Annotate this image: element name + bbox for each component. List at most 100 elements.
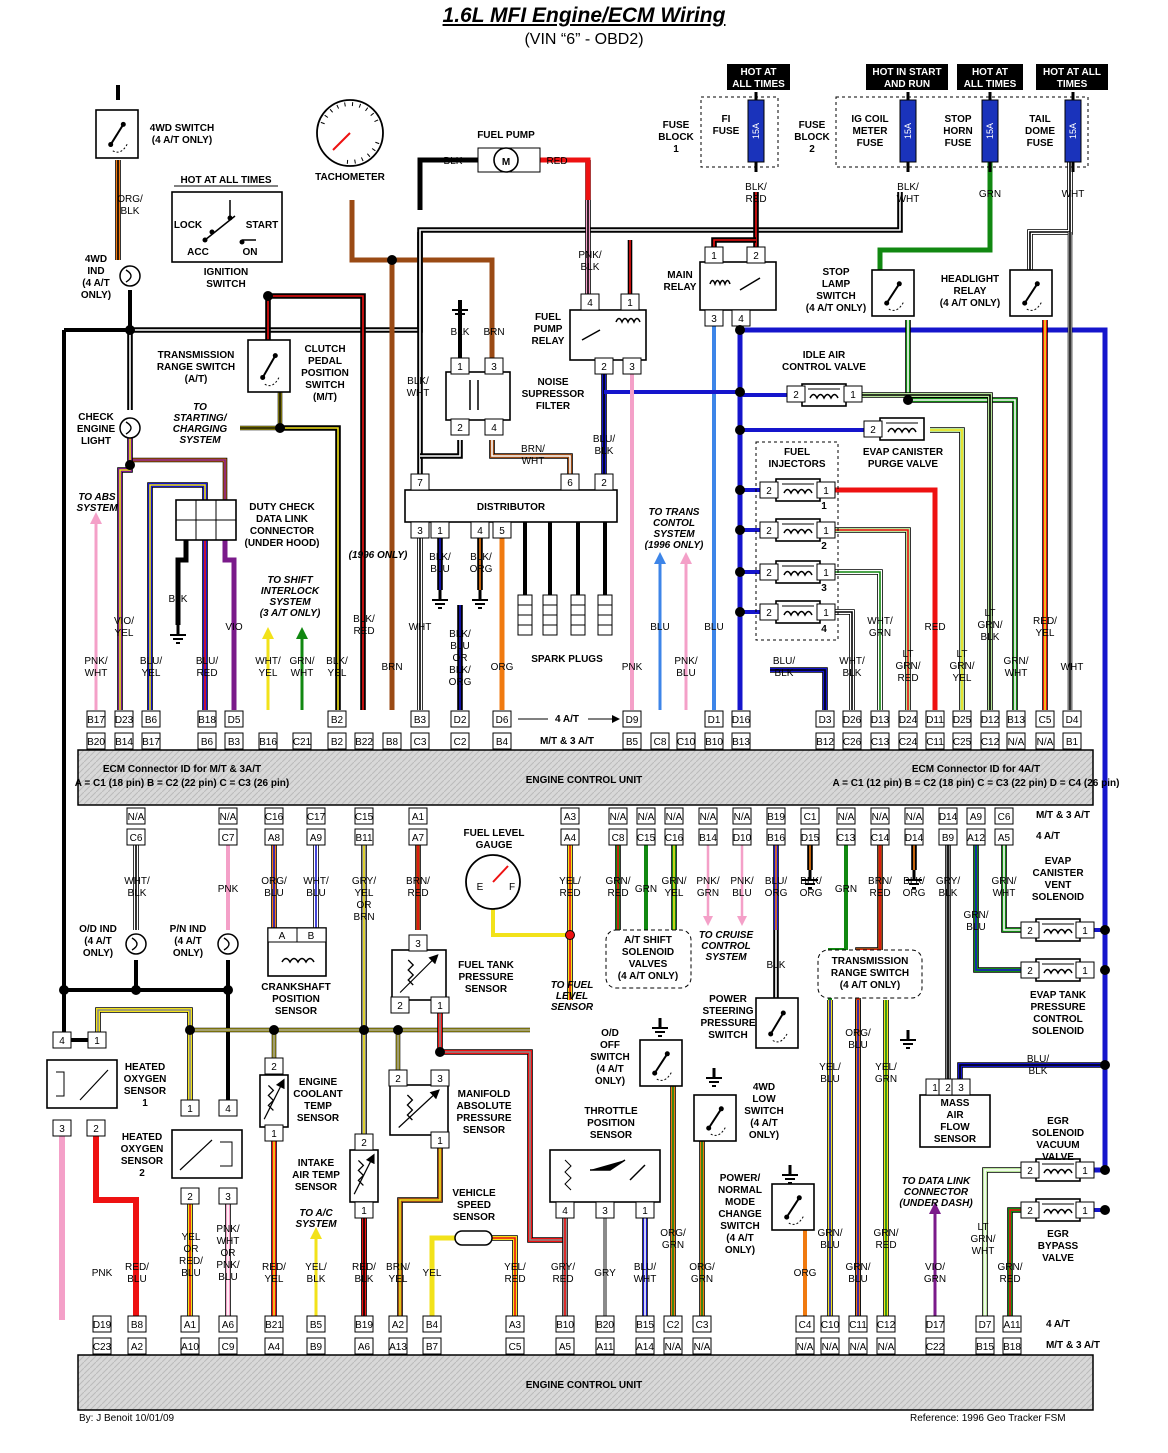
label-line: ONLY)	[595, 1076, 625, 1087]
label-line: (UNDER DASH)	[899, 1198, 973, 1209]
ecu-pin-top-2	[86, 732, 106, 750]
label: BLU/YEL	[140, 656, 162, 679]
label-line: STOP	[944, 114, 971, 125]
label-line: SENSOR	[121, 1156, 164, 1167]
connector-pin	[1075, 1201, 1095, 1219]
splice-dot	[223, 985, 233, 995]
wire-blk-pn	[136, 960, 230, 992]
pin-number: C22	[926, 1342, 945, 1353]
label-line: BRN/	[521, 444, 545, 455]
label-line: YEL	[259, 668, 278, 679]
label-line: PNK/	[696, 876, 720, 887]
connector-pin	[410, 473, 430, 491]
pin-number: B20	[596, 1320, 614, 1331]
connector-pin	[580, 293, 600, 311]
pin-number: B13	[1007, 715, 1025, 726]
pin-number: 2	[766, 526, 772, 537]
fuse-rating: 15A	[1068, 123, 1078, 139]
label-line: DATA LINK	[256, 514, 309, 525]
relay-coil-icon	[615, 317, 641, 324]
ecu-pin-bottom	[692, 1315, 712, 1333]
label-line: MANIFOLD	[458, 1089, 511, 1100]
ecu-pin-mid-2	[966, 828, 986, 846]
pin-number: 2	[870, 425, 876, 436]
spark-plug-ribs	[598, 604, 612, 626]
pin-number: A14	[636, 1342, 654, 1353]
pin-number: N/A	[700, 812, 717, 823]
connector-pin	[52, 1119, 72, 1137]
pin-number: 1	[850, 390, 856, 401]
idle-air-control-valve	[801, 383, 847, 407]
pin-number: 4	[477, 526, 483, 537]
label-line: PEDAL	[308, 356, 342, 367]
splice-dot	[735, 425, 745, 435]
label-line: TRANSMISSION	[832, 956, 909, 967]
label-line: HOT AT	[972, 67, 1008, 78]
label-line: RED	[869, 888, 890, 899]
label-line: RED	[924, 622, 945, 633]
pin-number: C2	[454, 737, 467, 748]
crank-pin-b	[296, 927, 327, 943]
label-line: FUEL LEVEL	[464, 828, 525, 839]
pin-number: 1	[932, 1083, 938, 1094]
tach-needle	[332, 132, 351, 151]
wire-yel-vss	[429, 1235, 455, 1320]
label-line: WHT	[85, 668, 108, 679]
connector-pin	[410, 521, 430, 539]
label-line: SENSOR	[297, 1113, 340, 1124]
pin-number: B6	[145, 715, 158, 726]
pin-number: N/A	[838, 812, 855, 823]
label-line: OFF	[600, 1040, 620, 1051]
label-line: RED/	[179, 1256, 203, 1267]
pin-number: 2	[1027, 966, 1033, 977]
ecu-pin-top	[980, 710, 1000, 728]
wire-wht-blk-stripe	[830, 611, 853, 710]
pin-number: C2	[667, 1320, 680, 1331]
label-line: 3	[821, 583, 827, 594]
label-line: SENSOR	[275, 1006, 318, 1017]
label: BRN/WHT	[521, 444, 545, 467]
variable-arrow-icon	[399, 954, 439, 993]
label-line: TO A/C	[299, 1208, 333, 1219]
label: RED/YEL	[262, 1262, 286, 1285]
label: BLU	[650, 622, 669, 633]
label-line: BLU	[306, 888, 325, 899]
connector-pin	[390, 996, 410, 1014]
label: HOT AT ALL TIMES	[180, 175, 271, 186]
label-line: WHT/	[255, 656, 281, 667]
pin-number: A9	[310, 833, 323, 844]
pin-number: A10	[181, 1342, 199, 1353]
pin-number: B2	[331, 737, 344, 748]
label: PNK	[218, 884, 239, 895]
label-line: RED	[999, 1274, 1020, 1285]
label-line: TO TRANS	[649, 507, 700, 518]
pin-number: D24	[899, 715, 918, 726]
solenoid-coil-icon	[783, 570, 813, 577]
pin-number: B3	[414, 715, 427, 726]
label-line: SYSTEM	[705, 952, 747, 963]
label: GRY/BLK	[936, 876, 960, 899]
pin-number: 1	[823, 568, 829, 579]
label-line: BLK	[121, 206, 140, 217]
pin-label: A	[279, 931, 286, 942]
label-line: SWITCH	[816, 291, 855, 302]
ecu-pin-bottom-2	[595, 1337, 615, 1355]
fuel-injector-2	[775, 518, 821, 542]
label-line: TO DATA LINK	[902, 1176, 971, 1187]
ecu-pin-bottom	[127, 1315, 147, 1333]
label-line: BLU	[218, 1272, 237, 1283]
label-line: YEL	[1036, 628, 1055, 639]
ecu-pin-mid-2	[836, 828, 856, 846]
label-line: SENSOR	[124, 1086, 167, 1097]
ecu-pin-bottom-2	[264, 1337, 284, 1355]
label: RED/BLU	[125, 1262, 149, 1285]
label-line: (1996 ONLY)	[645, 540, 704, 551]
label-line: CANISTER	[1032, 868, 1084, 879]
ground-icon	[900, 1039, 916, 1049]
label: ORG/BLK	[117, 194, 143, 217]
